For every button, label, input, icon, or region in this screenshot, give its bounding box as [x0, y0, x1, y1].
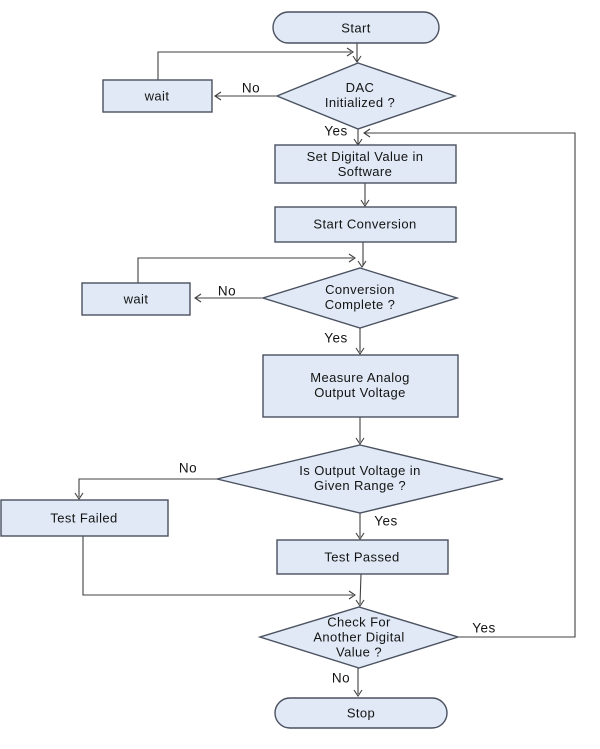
edge-set-to-start-conversion [360, 183, 370, 207]
test-failed-label: Test Failed [50, 510, 118, 526]
edge-start-conversion-to-complete [357, 242, 367, 268]
node-conversion-complete [260, 267, 460, 329]
arrowhead-icon [355, 599, 365, 607]
edge-wait-init-loopback [157, 47, 354, 80]
node-stop [274, 697, 448, 729]
dac-yes-label: Yes [324, 123, 348, 139]
node-measure-output [262, 354, 459, 418]
arrowhead-icon [363, 128, 371, 138]
edge-start-to-dac [352, 43, 362, 63]
node-output-in-range [216, 444, 504, 514]
arrowhead-icon [214, 91, 222, 101]
edge-dac-yes-to-set [353, 129, 363, 146]
arrowhead-icon [348, 590, 356, 600]
arrowhead-icon [348, 253, 356, 263]
arrowhead-icon [352, 55, 362, 63]
node-check-another [257, 606, 461, 669]
node-start [272, 11, 440, 44]
output-in-range-label: Is Output Voltage in Given Range ? [299, 462, 421, 493]
dac-no-label: No [241, 80, 261, 96]
arrowhead-icon [355, 532, 365, 540]
node-set-digital-value [274, 144, 457, 184]
start-conversion-label: Start Conversion [313, 216, 417, 232]
node-start-conversion [274, 206, 457, 243]
node-dac-initialized [275, 62, 458, 130]
node-wait-init [102, 79, 213, 113]
wait-init-label: wait [144, 88, 170, 104]
conversion-yes-label: Yes [324, 330, 348, 346]
edge-passed-to-check [355, 573, 365, 607]
arrowhead-icon [355, 437, 365, 445]
conversion-no-label: No [217, 283, 237, 299]
edge-dac-no-to-wait [214, 91, 277, 101]
arrowhead-icon [346, 47, 354, 57]
range-yes-label: Yes [374, 513, 398, 529]
node-wait-conversion [81, 282, 191, 316]
arrowhead-icon [360, 199, 370, 207]
arrowhead-icon [194, 293, 202, 303]
node-test-failed [0, 499, 169, 537]
edge-wait-conversion-loopback [137, 253, 356, 283]
node-test-passed [276, 539, 449, 575]
edge-range-yes-to-passed [355, 513, 365, 540]
arrowhead-icon [357, 260, 367, 268]
edge-conversion-no-to-wait [194, 293, 263, 303]
edge-measure-to-range [355, 417, 365, 445]
edge-check-yes-loopback [363, 128, 576, 638]
check-another-label: Check For Another Digital Value ? [313, 614, 405, 660]
edge-conversion-yes-to-measure [355, 328, 365, 355]
dac-initialized-label: DAC Initialized ? [324, 79, 396, 110]
set-digital-label: Set Digital Value in Software [306, 148, 424, 179]
range-no-label: No [178, 460, 198, 476]
arrowhead-icon [355, 347, 365, 355]
check-no-label: No [331, 670, 351, 686]
measure-output-label: Measure Analog Output Voltage [310, 369, 410, 400]
arrowhead-icon [74, 492, 84, 500]
arrowhead-icon [353, 689, 363, 697]
conversion-complete-label: Conversion Complete ? [324, 281, 396, 312]
wait-conversion-label: wait [123, 291, 149, 307]
check-yes-label: Yes [472, 620, 496, 636]
edge-range-no-to-failed [74, 478, 217, 500]
test-passed-label: Test Passed [324, 549, 400, 565]
edge-failed-to-check [82, 536, 356, 600]
stop-label: Stop [346, 705, 376, 721]
edge-check-no-to-stop [353, 668, 363, 697]
start-label: Start [341, 20, 371, 36]
